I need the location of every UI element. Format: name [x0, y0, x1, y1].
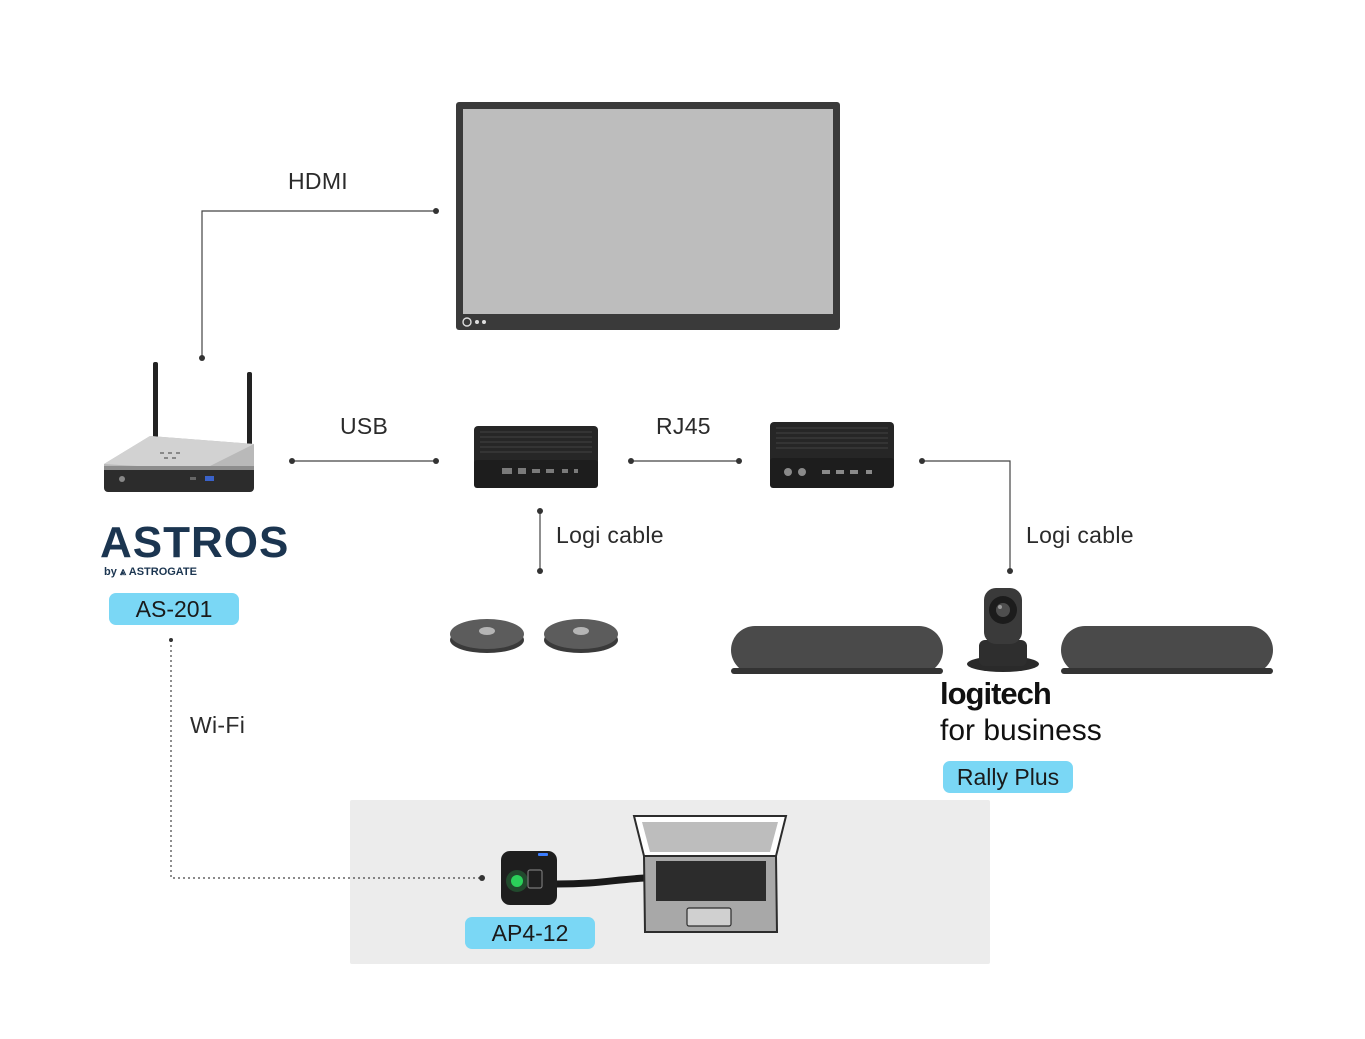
connection-lines — [170, 210, 1011, 879]
logi-cable-left-label: Logi cable — [556, 522, 664, 548]
hdmi-line — [201, 210, 436, 358]
dongle-model-badge: AP4-12 — [465, 917, 595, 949]
connection-dots — [169, 208, 1013, 881]
mic-pod-icon — [544, 619, 618, 653]
wifi-line — [170, 640, 482, 879]
logi-cable-right-line — [922, 460, 1011, 571]
mic-pod-icon — [450, 619, 524, 653]
rj45-label: RJ45 — [656, 413, 711, 439]
display-monitor-icon — [456, 102, 840, 330]
wifi-label: Wi-Fi — [190, 712, 246, 738]
astros-model-badge: AS-201 — [109, 593, 239, 625]
hdmi-label: HDMI — [288, 168, 348, 194]
astros-router-icon — [104, 362, 254, 492]
speaker-left-icon — [731, 626, 943, 674]
usb-label: USB — [340, 413, 389, 439]
logitech-for-business-logo: for business — [940, 714, 1102, 747]
laptop-icon — [632, 815, 788, 933]
camera-icon — [967, 588, 1039, 672]
logitech-logo: logitech — [940, 676, 1052, 711]
logi-cable-right-label: Logi cable — [1026, 522, 1134, 548]
ap4-dongle-icon — [501, 851, 646, 905]
astrogate-logo: by ⩓ ASTROGATE — [104, 566, 197, 578]
rally-model-badge: Rally Plus — [943, 761, 1073, 793]
astros-logo: ASTROS — [100, 518, 290, 567]
speaker-right-icon — [1061, 626, 1273, 674]
rally-display-hub-icon — [770, 422, 894, 488]
rally-table-hub-icon — [474, 426, 598, 488]
